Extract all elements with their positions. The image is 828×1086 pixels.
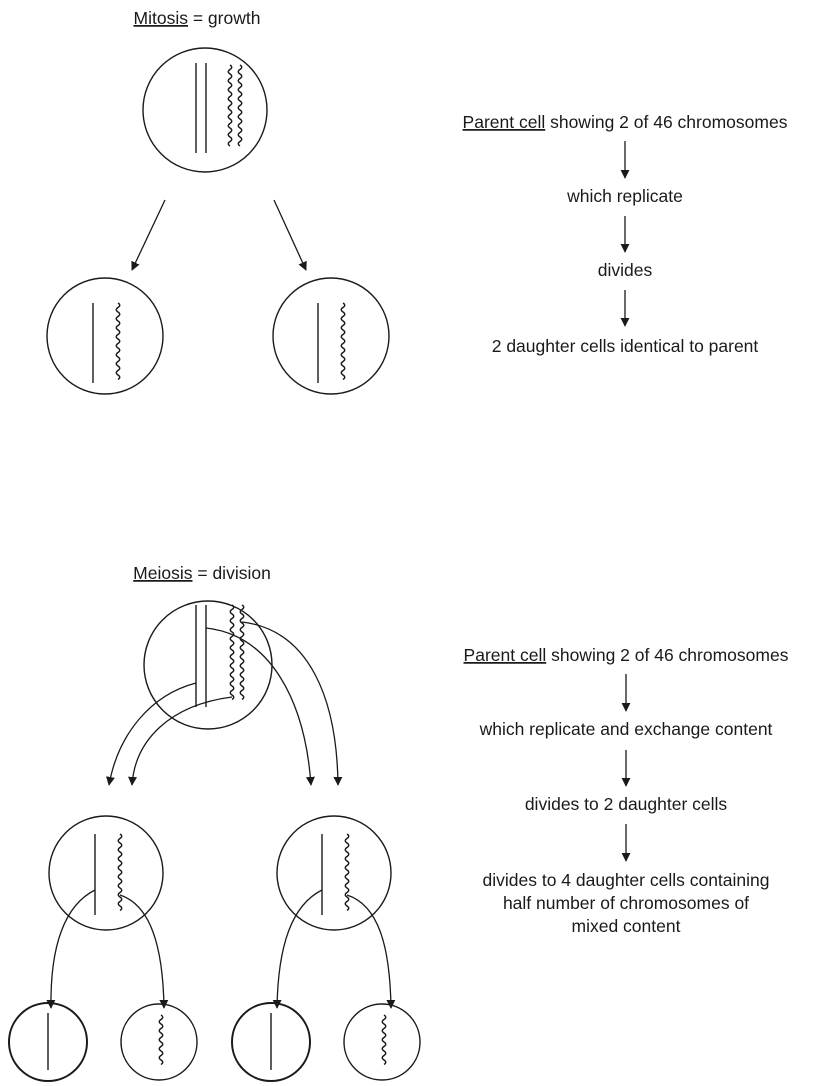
meiosis-daughter-cell-right: [276, 815, 392, 931]
meiosis-term: Meiosis: [133, 563, 193, 583]
curved-arrow: [205, 627, 315, 786]
wavy-chromosome: [117, 833, 123, 912]
mitosis-title: Mitosis = growth: [134, 8, 261, 28]
curved-arrow: [346, 894, 396, 1009]
meiosis-daughter-cell-left: [48, 815, 164, 931]
parent-cell-term: Parent cell: [463, 112, 546, 132]
mitosis-step-1: Parent cell showing 2 of 46 chromosomes: [463, 112, 788, 132]
wavy-chromosome: [237, 64, 243, 147]
meiosis-step-4-line-2: half number of chromosomes of: [503, 893, 749, 913]
wavy-chromosome: [227, 64, 233, 147]
meiosis-step-3: divides to 2 daughter cells: [525, 794, 728, 814]
meiosis-gamete-2: [120, 1003, 198, 1081]
curved-arrow: [272, 889, 323, 1009]
meiosis-parent-cell: [143, 600, 273, 730]
wavy-chromosome: [115, 302, 121, 381]
meiosis-gamete-3: [231, 1002, 311, 1082]
meiosis-steps: Parent cell showing 2 of 46 chromosomes …: [464, 645, 789, 936]
parent-cell-term: Parent cell: [464, 645, 547, 665]
mitosis-arrow-right: [273, 199, 307, 271]
mitosis-arrow-left: [131, 199, 166, 271]
curved-arrow: [241, 621, 343, 786]
wavy-chromosome: [340, 302, 346, 381]
meiosis-title-rest: = division: [193, 563, 271, 583]
mitosis-daughter-cell-left: [46, 277, 164, 395]
mitosis-step-3: divides: [598, 260, 653, 280]
curved-arrow: [119, 894, 169, 1009]
meiosis-step-1-text: showing 2 of 46 chromosomes: [546, 645, 788, 665]
mitosis-steps: Parent cell showing 2 of 46 chromosomes …: [463, 112, 788, 356]
meiosis-step-4-line-3: mixed content: [572, 916, 681, 936]
meiosis-gamete-1: [8, 1002, 88, 1082]
meiosis-second-division-arrows: [46, 889, 396, 1009]
mitosis-step-2: which replicate: [566, 186, 683, 206]
meiosis-division-arrows: [106, 621, 343, 786]
curved-arrow: [46, 889, 96, 1009]
meiosis-step-2: which replicate and exchange content: [479, 719, 773, 739]
mitosis-step-4: 2 daughter cells identical to parent: [492, 336, 759, 356]
mitosis-term: Mitosis: [134, 8, 189, 28]
meiosis-step-4: divides to 4 daughter cells containing: [483, 870, 770, 890]
curved-arrow: [106, 682, 197, 786]
meiosis-step-1: Parent cell showing 2 of 46 chromosomes: [464, 645, 789, 665]
curved-arrow: [128, 696, 233, 786]
mitosis-title-rest: = growth: [188, 8, 260, 28]
mitosis-parent-cell: [142, 47, 268, 173]
wavy-chromosome: [381, 1014, 387, 1066]
mitosis-daughter-cell-right: [272, 277, 390, 395]
wavy-chromosome: [344, 833, 350, 912]
wavy-chromosome: [239, 604, 245, 701]
wavy-chromosome: [229, 604, 235, 701]
wavy-chromosome: [158, 1014, 164, 1066]
meiosis-title: Meiosis = division: [133, 563, 271, 583]
meiosis-gamete-4: [343, 1003, 421, 1081]
mitosis-step-1-text: showing 2 of 46 chromosomes: [545, 112, 787, 132]
